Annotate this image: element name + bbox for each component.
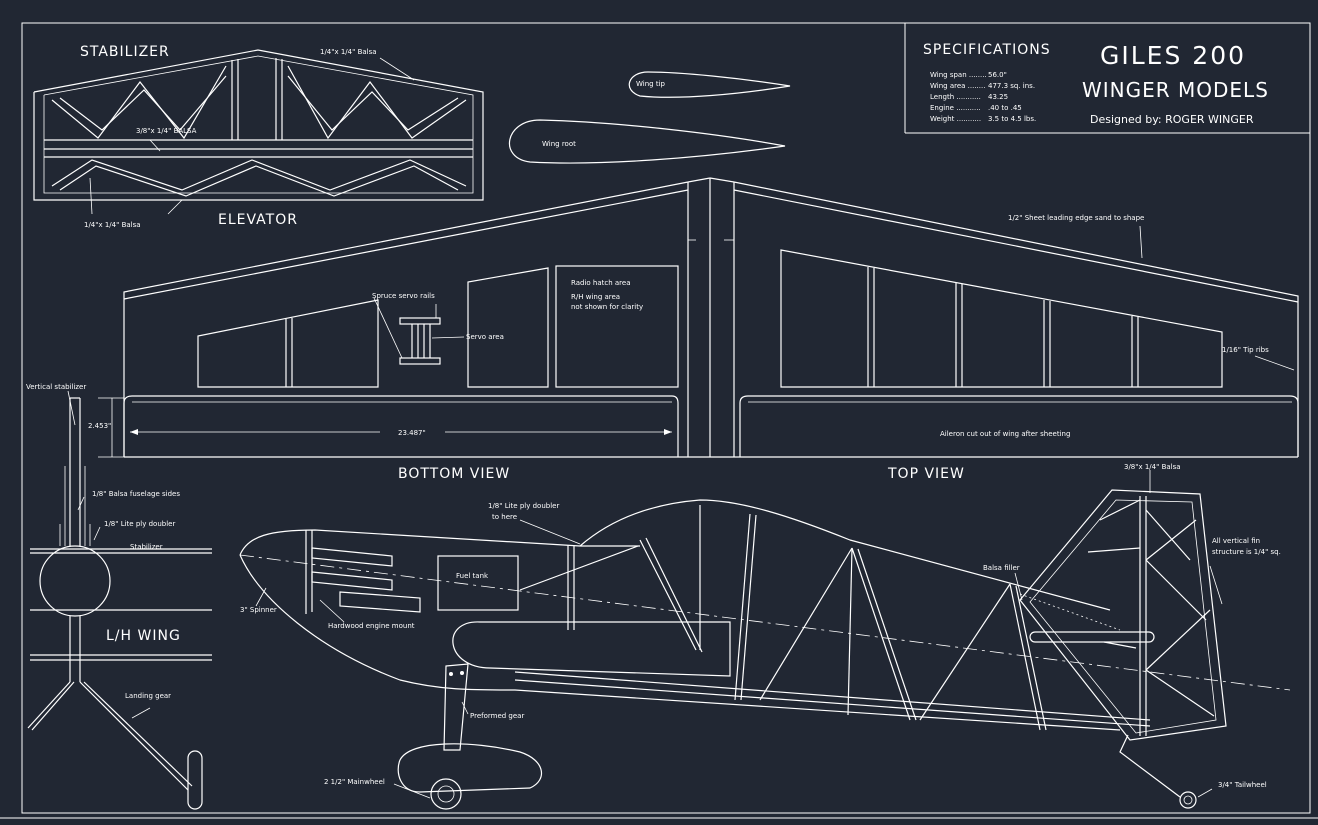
- spinner-label: 3" Spinner: [240, 606, 277, 614]
- preformed-gear-label: Preformed gear: [470, 712, 524, 720]
- span-dimension: 23.487": [398, 429, 426, 437]
- spec-value: 3.5 to 4.5 lbs.: [988, 115, 1036, 123]
- title-block: SPECIFICATIONS Wing span ........ 56.0" …: [904, 23, 1310, 134]
- tip-ribs-label: 1/16" Tip ribs: [1222, 346, 1269, 354]
- stabilizer-label: STABILIZER: [80, 44, 170, 60]
- servo-area-label: Servo area: [466, 333, 504, 341]
- spec-row: Engine ...........: [930, 104, 981, 112]
- sheet-le-label: 1/2" Sheet leading edge sand to shape: [1008, 214, 1144, 222]
- vert-stab-label: Vertical stabilizer: [26, 383, 86, 391]
- balsa-top-label: 1/4"x 1/4" Balsa: [320, 48, 377, 56]
- spec-value: 43.25: [988, 93, 1008, 101]
- spec-row: Length ...........: [930, 93, 981, 101]
- top-view-label: TOP VIEW: [887, 466, 965, 482]
- side-view: 1/8" Lite ply doubler to here 3/8"x 1/4"…: [239, 463, 1291, 810]
- spec-row: Wing area ........: [930, 82, 985, 90]
- specifications-heading: SPECIFICATIONS: [923, 42, 1051, 58]
- lh-wing-label: L/H WING: [106, 628, 181, 644]
- model-title: GILES 200: [1100, 41, 1246, 70]
- radio-hatch-label: Radio hatch area: [571, 279, 631, 287]
- spec-row: Wing span ........: [930, 71, 987, 79]
- drawing-border: [21, 22, 1311, 814]
- wing-plan-view: 1/2" Sheet leading edge sand to shape Sp…: [88, 177, 1299, 482]
- wing-root-label: Wing root: [542, 140, 576, 148]
- spruce-rails-label: Spruce servo rails: [372, 292, 435, 300]
- balsa-filler-label: Balsa filler: [983, 564, 1020, 572]
- wing-tip-label: Wing tip: [636, 80, 666, 88]
- landing-gear-label: Landing gear: [125, 692, 171, 700]
- fin-structure-note: structure is 1/4" sq.: [1212, 548, 1281, 556]
- elevator-label: ELEVATOR: [218, 212, 298, 228]
- balsa-spar-label: 3/8"x 1/4" BALSA: [136, 127, 197, 135]
- engine-mount-label: Hardwood engine mount: [328, 622, 415, 630]
- lite-ply-label: 1/8" Lite ply doubler: [104, 520, 175, 528]
- fuse-sides-label: 1/8" Balsa fuselage sides: [92, 490, 180, 498]
- spec-row: Weight ...........: [930, 115, 981, 123]
- spec-value: 56.0": [988, 71, 1007, 79]
- company-title: WINGER MODELS: [1082, 78, 1269, 102]
- doubler-note: to here: [492, 513, 517, 521]
- rh-wing-label: R/H wing area: [571, 293, 620, 301]
- tailwheel-label: 3/4" Tailwheel: [1218, 781, 1267, 789]
- doubler-label: 1/8" Lite ply doubler: [488, 502, 559, 510]
- height-dimension: 2.453": [88, 422, 111, 430]
- stabilizer-drawing: STABILIZER ELEVATOR 1/4"x 1/4" Balsa 3/8…: [33, 44, 484, 229]
- bottom-view-label: BOTTOM VIEW: [398, 466, 510, 482]
- stab-front-label: Stabilizer: [130, 543, 163, 551]
- balsa-bottom-label: 1/4"x 1/4" Balsa: [84, 221, 141, 229]
- airfoils: Wing tip Wing root: [508, 71, 791, 164]
- aileron-label: Aileron cut out of wing after sheeting: [940, 430, 1070, 438]
- fuel-tank-label: Fuel tank: [456, 572, 489, 580]
- fin-balsa-label: 3/8"x 1/4" Balsa: [1124, 463, 1181, 471]
- spec-value: .40 to .45: [988, 104, 1022, 112]
- fin-structure-label: All vertical fin: [1212, 537, 1260, 545]
- spec-value: 477.3 sq. ins.: [988, 82, 1035, 90]
- rh-wing-note: not shown for clarity: [571, 303, 643, 311]
- mainwheel-label: 2 1/2" Mainwheel: [324, 778, 385, 786]
- front-view: Vertical stabilizer 1/8" Balsa fuselage …: [26, 383, 212, 810]
- designer-credit: Designed by: ROGER WINGER: [1090, 113, 1254, 126]
